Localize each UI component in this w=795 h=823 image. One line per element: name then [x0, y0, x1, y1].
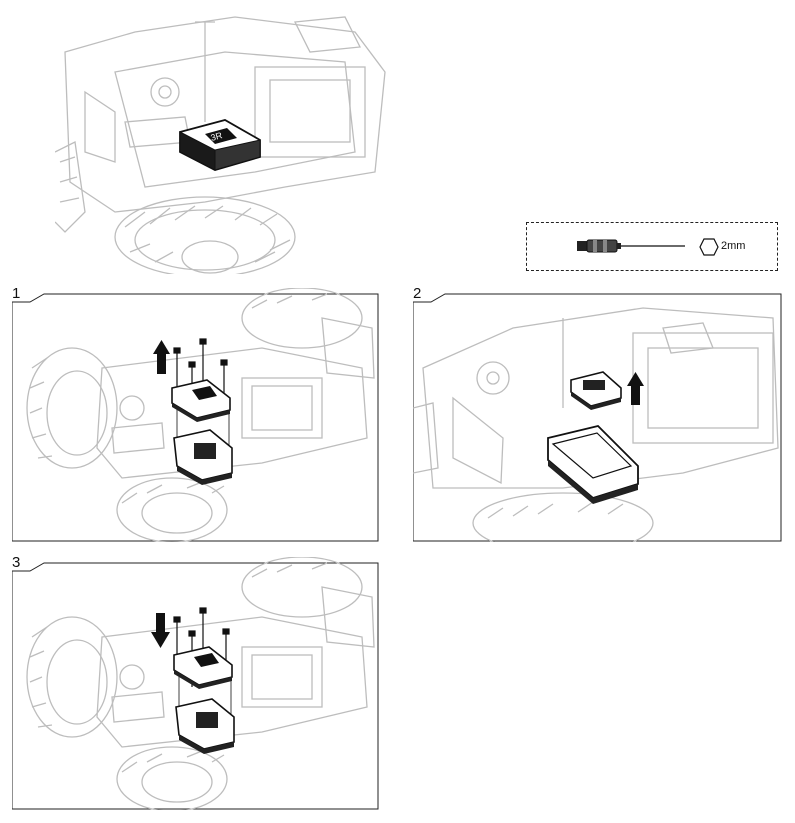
step-3-number: 3: [12, 554, 21, 571]
car-chassis-overview: 3R: [55, 16, 386, 274]
step-3-receiver-lid: [173, 646, 233, 689]
step-3-receiver-box: [175, 698, 235, 754]
receiver-box-installed: 3R: [179, 119, 261, 171]
step-1-frame: [12, 288, 379, 542]
step-2-number: 2: [413, 285, 422, 302]
step-2-panel: [413, 288, 782, 542]
down-arrow-icon: [151, 613, 170, 648]
hexagon-icon: [699, 238, 719, 256]
svg-text:3R: 3R: [210, 130, 224, 143]
step-1-receiver-box: [173, 429, 233, 485]
step-3-frame: [12, 557, 379, 810]
tool-requirement-box: 2mm: [526, 222, 778, 271]
step-1-number: 1: [12, 285, 21, 302]
step-2-receiver-tray: [547, 425, 639, 504]
step-1-receiver-lid: [171, 379, 231, 422]
step-3-panel: [12, 557, 379, 810]
hex-size-label: 2mm: [721, 240, 746, 252]
up-arrow-icon: [153, 340, 170, 374]
step-1-panel: [12, 288, 379, 542]
overview-illustration: 3R: [55, 12, 390, 274]
up-arrow-icon: [627, 372, 644, 405]
step-2-frame: [413, 293, 782, 542]
hex-screwdriver-icon: [577, 239, 685, 253]
step-2-receiver-unit: [570, 371, 622, 410]
